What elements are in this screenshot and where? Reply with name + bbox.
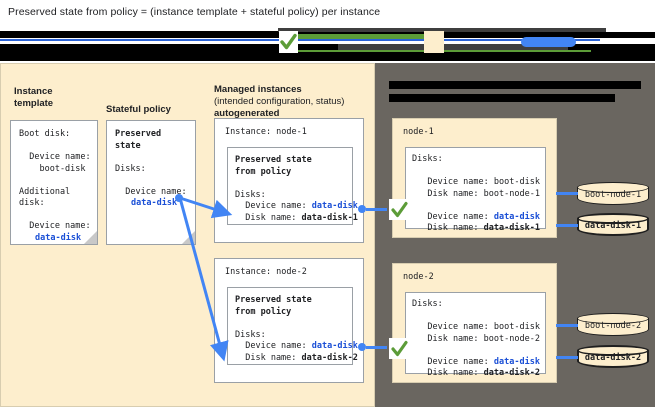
- instance-1-device-label: Device name:: [235, 201, 312, 211]
- disk-cylinder-data-disk-2: data-disk-2: [577, 345, 649, 371]
- card-policy-text: Disks: Device name:: [115, 163, 187, 197]
- card-instance-template-text: Boot disk: Device name: boot-disk Additi…: [19, 129, 91, 231]
- instance-1-preserved-2: from policy: [235, 166, 292, 177]
- disk-cylinder-boot-node-1-label: boot-node-1: [584, 190, 642, 200]
- connector-node1-boot: [556, 192, 578, 195]
- instance-2-diskname-label: Disk name:: [235, 352, 302, 363]
- check-icon-band: [279, 31, 298, 53]
- node-1-label: node-1: [403, 127, 434, 137]
- card-policy-bold-2: state: [115, 140, 141, 151]
- heading-instance-template: Instance template: [14, 86, 99, 110]
- node-2-data-device-value: data-disk: [493, 356, 540, 367]
- node-1-data-device-value: data-disk: [493, 211, 540, 222]
- instance-2-device-value: data-disk: [311, 341, 358, 351]
- node-1-boot-disk: Disk name: boot-node-1: [412, 188, 540, 199]
- cream-chip: [424, 31, 444, 53]
- inner-card-preserved-state-1: Preserved state from policy Disks: Devic…: [227, 147, 358, 225]
- instance-2-device-label: Device name:: [235, 341, 312, 351]
- blue-streak-1: [0, 39, 600, 41]
- redacted-heading-2: [389, 94, 615, 102]
- page-fold-icon: [82, 229, 97, 244]
- gray-streak-1: [278, 28, 606, 32]
- card-stateful-policy: Preserved state Disks: Device name: data…: [106, 120, 196, 245]
- heading-instance-template-line1: Instance: [14, 86, 53, 97]
- page-title: Preserved state from policy = (instance …: [8, 6, 381, 18]
- instance-1-device-value: data-disk: [311, 201, 358, 211]
- node-2-boot-disk: Disk name: boot-node-2: [412, 333, 540, 344]
- connector-instance1-to-node1: [366, 208, 387, 211]
- heading-managed-line3: autogenerated: [214, 108, 280, 119]
- card-instance-template-disk-value: data-disk: [35, 232, 82, 243]
- heading-instance-template-line2: template: [14, 98, 54, 109]
- heading-stateful-policy: Stateful policy: [106, 104, 201, 116]
- connector-instance2-to-node2: [366, 346, 387, 349]
- node-1-disks-label: Disks:: [412, 154, 443, 164]
- connector-node2-data: [556, 356, 578, 359]
- instance-1-preserved-1: Preserved state: [235, 155, 312, 165]
- disk-cylinder-boot-node-2: boot-node-2: [577, 313, 649, 339]
- disk-cylinder-data-disk-1-label: data-disk-1: [584, 221, 642, 231]
- node-1-data-disk-value: data-disk-1: [483, 223, 540, 233]
- node-2-boot-device: Device name: boot-disk: [412, 322, 540, 332]
- disk-cylinder-boot-node-2-label: boot-node-2: [584, 321, 642, 331]
- instance-2-label: Instance: node-2: [225, 267, 307, 277]
- white-cap: [606, 27, 655, 32]
- check-icon-node-1: [389, 199, 409, 220]
- check-icon-node-2: [389, 338, 409, 359]
- card-managed-instance-1: Instance: node-1 Preserved state from po…: [214, 118, 364, 243]
- heading-stateful-policy-label: Stateful policy: [106, 104, 171, 115]
- connector-dot-instance-2: [358, 343, 366, 351]
- redacted-heading-1: [389, 81, 641, 89]
- gray-streak-2: [338, 44, 568, 50]
- instance-1-diskname-label: Disk name:: [235, 212, 302, 223]
- card-managed-instance-2: Instance: node-2 Preserved state from po…: [214, 258, 364, 383]
- disk-cylinder-boot-node-1: boot-node-1: [577, 182, 649, 208]
- connector-dot-policy: [175, 194, 183, 202]
- node-box-2: node-2 Disks: Device name: boot-disk Dis…: [392, 263, 557, 383]
- disk-cylinder-data-disk-1: data-disk-1: [577, 213, 649, 239]
- card-policy-bold-1: Preserved: [115, 129, 162, 139]
- node-1-data-device-label: Device name:: [412, 211, 494, 222]
- inner-card-preserved-state-2: Preserved state from policy Disks: Devic…: [227, 287, 358, 365]
- redaction-band: [0, 27, 655, 63]
- instance-1-diskname-value: data-disk-1: [301, 212, 358, 223]
- instance-2-preserved-1: Preserved state: [235, 295, 312, 305]
- blue-blob: [521, 37, 576, 47]
- node-1-data-disk-label: Disk name:: [412, 223, 484, 233]
- instance-2-disks-label: Disks:: [235, 329, 266, 340]
- disk-cylinder-data-disk-2-label: data-disk-2: [584, 353, 642, 363]
- connector-dot-instance-1: [358, 205, 366, 213]
- green-streak-1: [296, 34, 426, 41]
- node-2-data-device-label: Device name:: [412, 356, 494, 367]
- node-2-data-disk-label: Disk name:: [412, 368, 484, 378]
- blue-streak-2: [424, 39, 574, 41]
- instance-2-preserved-2: from policy: [235, 306, 292, 317]
- node-2-label: node-2: [403, 272, 434, 282]
- node-1-disks-card: Disks: Device name: boot-disk Disk name:…: [405, 147, 546, 233]
- card-instance-template: Boot disk: Device name: boot-disk Additi…: [10, 120, 98, 245]
- heading-managed-line2: (intended configuration, status): [214, 96, 345, 107]
- heading-managed-line1: Managed instances: [214, 84, 302, 95]
- instance-1-disks-label: Disks:: [235, 189, 266, 200]
- node-1-boot-device: Device name: boot-disk: [412, 177, 540, 187]
- node-2-disks-card: Disks: Device name: boot-disk Disk name:…: [405, 292, 546, 378]
- node-2-disks-label: Disks:: [412, 299, 443, 309]
- node-2-data-disk-value: data-disk-2: [483, 368, 540, 378]
- heading-managed-instances: Managed instances (intended configuratio…: [214, 84, 374, 120]
- connector-node2-boot: [556, 324, 578, 327]
- instance-2-diskname-value: data-disk-2: [301, 352, 358, 363]
- card-policy-disk-value: data-disk: [131, 198, 178, 208]
- instance-1-label: Instance: node-1: [225, 127, 307, 137]
- node-box-1: node-1 Disks: Device name: boot-disk Dis…: [392, 118, 557, 238]
- connector-node1-data: [556, 224, 578, 227]
- page-fold-icon-2: [180, 229, 195, 244]
